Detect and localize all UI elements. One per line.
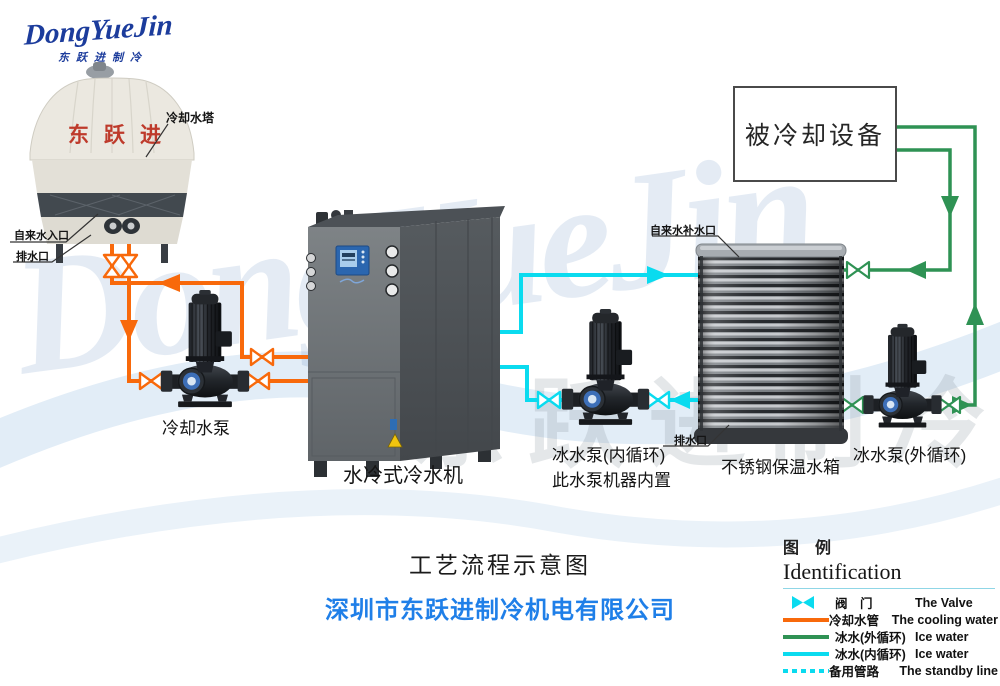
cooling-tower-label: 冷却水塔 bbox=[166, 111, 215, 125]
chiller bbox=[306, 206, 505, 477]
leader-line bbox=[663, 424, 730, 447]
legend-en: The Valve bbox=[915, 595, 973, 610]
diagram-title: 工艺流程示意图 bbox=[409, 552, 591, 578]
flow-arrow-left-icon bbox=[158, 274, 180, 292]
legend-en: The standby line bbox=[899, 663, 998, 678]
company-name: 深圳市东跃进制冷机电有限公司 bbox=[325, 597, 675, 624]
legend-cn: 冰水(内循环) bbox=[835, 648, 906, 662]
insulated-water-tank bbox=[694, 243, 848, 444]
flow-arrow-left-icon bbox=[670, 391, 690, 409]
cooling-water-line-swatch bbox=[783, 617, 829, 622]
legend-en: The cooling water bbox=[891, 612, 998, 627]
cooled-device-box: 被冷却设备 bbox=[733, 86, 897, 182]
legend-title-cn: 图 例 bbox=[783, 540, 838, 557]
legend-row-cooling-water: 冷却水管 The cooling water bbox=[783, 611, 998, 628]
legend-en: Ice water bbox=[915, 629, 969, 644]
logo-sub-text: 东跃进制冷 bbox=[58, 52, 148, 64]
standby-line-swatch bbox=[783, 668, 829, 673]
internal-pump-label: 冰水泵(内循环) bbox=[552, 446, 666, 465]
logo-script-text: DongYueJin bbox=[23, 9, 174, 52]
legend-row-ice-water-external: 冰水(外循环) Ice water bbox=[783, 628, 998, 645]
leader-line bbox=[10, 213, 99, 243]
pipe-ice-water-internal-supply bbox=[496, 273, 700, 334]
valve-icon bbox=[102, 253, 122, 279]
legend-row-ice-water-internal: 冰水(内循环) Ice water bbox=[783, 645, 998, 662]
flow-arrow-down-icon bbox=[941, 196, 959, 217]
tank-refill-label: 自来水补水口 bbox=[650, 225, 716, 237]
valve-icon bbox=[138, 371, 164, 391]
legend-cn: 阀 门 bbox=[835, 597, 873, 611]
legend-en: Ice water bbox=[915, 646, 969, 661]
legend-divider bbox=[783, 588, 995, 589]
tank-label: 不锈钢保温水箱 bbox=[721, 458, 840, 477]
flow-arrow-down-icon bbox=[120, 320, 138, 341]
legend: 图 例 Identification 阀 门 The Valve 冷却水管 Th… bbox=[783, 534, 998, 679]
cooled-device-label: 被冷却设备 bbox=[744, 122, 885, 150]
internal-pump-note: 此水泵机器内置 bbox=[552, 471, 671, 490]
ice-water-external-line-swatch bbox=[783, 634, 829, 639]
valve-icon bbox=[936, 395, 962, 415]
tap-water-inlet-label: 自来水入口 bbox=[14, 230, 69, 242]
cooling-tower: 东跃进 bbox=[29, 62, 195, 263]
tower-drain-label: 排水口 bbox=[16, 251, 49, 263]
ice-water-internal-line-swatch bbox=[783, 651, 829, 656]
company-logo: DongYueJin 东跃进制冷 bbox=[24, 9, 184, 70]
flow-arrow-right-icon bbox=[647, 266, 669, 284]
valve-icon bbox=[249, 347, 275, 367]
tower-brand-text: 东跃进 bbox=[68, 123, 176, 147]
flow-arrow-up-icon bbox=[966, 303, 984, 325]
valve-icon bbox=[536, 390, 562, 410]
flow-arrow-left-icon bbox=[906, 261, 926, 279]
cooling-pump-label: 冷却水泵 bbox=[162, 419, 230, 438]
swoosh-shape bbox=[0, 477, 1000, 564]
legend-cn: 备用管路 bbox=[829, 665, 880, 679]
valve-icon bbox=[792, 596, 814, 609]
legend-row-standby-line: 备用管路 The standby line bbox=[783, 662, 998, 679]
chiller-label: 水冷式冷水机 bbox=[343, 465, 463, 487]
leader-line bbox=[13, 234, 92, 263]
valve-icon bbox=[119, 253, 139, 279]
legend-cn: 冰水(外循环) bbox=[835, 631, 906, 645]
valve-icon bbox=[845, 260, 871, 280]
leader-line bbox=[145, 123, 169, 158]
leader-line bbox=[652, 235, 740, 258]
legend-row-valve: 阀 门 The Valve bbox=[783, 594, 998, 611]
external-pump-label: 冰水泵(外循环) bbox=[853, 446, 967, 465]
legend-cn: 冷却水管 bbox=[829, 614, 880, 628]
tank-drain-label: 排水口 bbox=[674, 435, 707, 447]
legend-title-en: Identification bbox=[783, 559, 902, 584]
